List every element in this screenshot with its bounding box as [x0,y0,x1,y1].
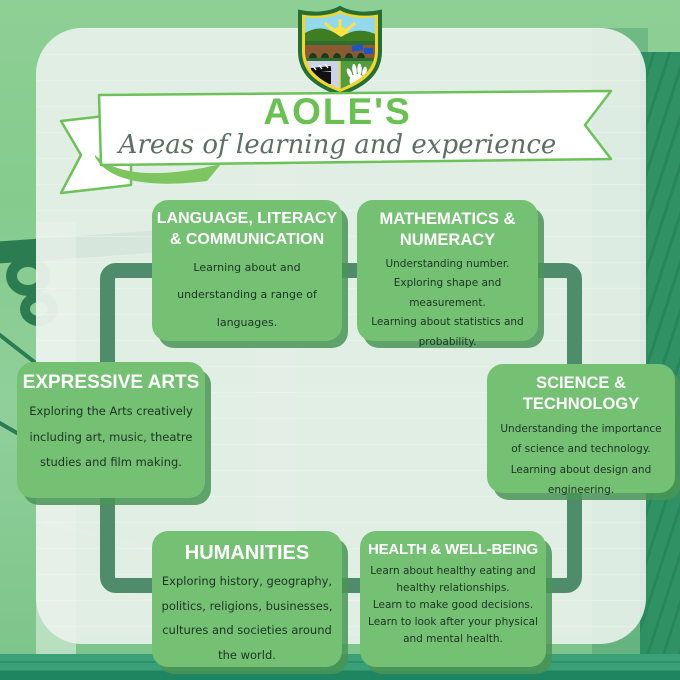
aole-title: HEALTH & WELL-BEING [367,541,539,558]
ribbon-band [97,89,613,167]
aole-title: MATHEMATICS & NUMERACY [379,210,516,250]
aole-box-science-technology: SCIENCE & TECHNOLOGY Understanding the i… [487,364,675,496]
aole-description: Exploring history, geography, politics, … [161,574,333,663]
aole-box-mathematics-numeracy: MATHEMATICS & NUMERACY Understanding num… [357,200,538,348]
aole-title: LANGUAGE, LITERACY & COMMUNICATION [156,210,338,248]
background-deck-shadow [0,671,680,680]
aole-description: Learning about and understanding a range… [177,260,317,329]
aole-box-health-wellbeing: HEALTH & WELL-BEING Learn about healthy … [360,531,546,667]
aole-description: Exploring the Arts creatively including … [29,403,193,470]
aole-box-humanities: HUMANITIES Exploring history, geography,… [152,531,342,667]
poster-title: AOLE'S [263,91,412,132]
aole-title: EXPRESSIVE ARTS [22,372,200,393]
poster-subtitle: Areas of learning and experience [118,130,557,160]
aole-title: HUMANITIES [184,542,310,564]
school-crest-icon [298,5,382,97]
aole-description: Learn about healthy eating and healthy r… [368,564,538,645]
aole-box-expressive-arts: EXPRESSIVE ARTS Exploring the Arts creat… [17,362,205,498]
aole-title: SCIENCE & TECHNOLOGY [522,374,640,414]
aole-box-language-literacy-communication: LANGUAGE, LITERACY & COMMUNICATION Learn… [152,200,342,341]
aole-description: Understanding the importance of science … [500,422,662,497]
title-banner: AOLE'S Areas of learning and experience [55,85,620,200]
aole-description: Understanding number. Exploring shape an… [371,257,524,348]
ribbon-fold-icon [95,155,221,184]
